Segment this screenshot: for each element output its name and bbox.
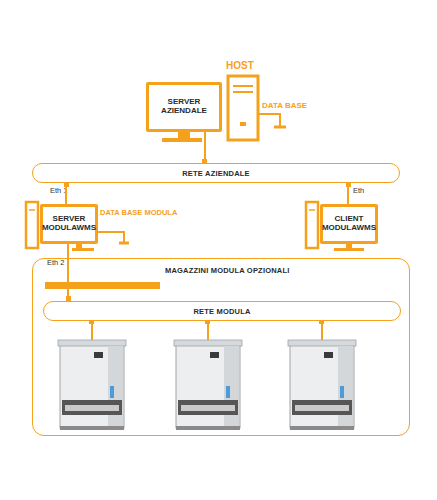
tower-case bbox=[228, 76, 258, 140]
annotation-label: DATA BASE bbox=[262, 101, 307, 110]
monitor-base bbox=[72, 248, 94, 251]
group-heading: MAGAZZINI MODULA OPZIONALI bbox=[165, 266, 290, 275]
storage-machine bbox=[288, 340, 356, 430]
network-link bbox=[67, 244, 69, 301]
drive-bay bbox=[29, 209, 35, 211]
drive-bay bbox=[233, 85, 253, 87]
database-wire bbox=[258, 114, 280, 126]
database-symbol bbox=[274, 126, 286, 129]
monitor-stand bbox=[346, 244, 352, 248]
annotation-label: DATA BASE MODULA bbox=[100, 208, 177, 217]
network-band: RETE MODULA bbox=[43, 301, 401, 321]
annotation-label: HOST bbox=[226, 60, 254, 71]
machine-wire bbox=[321, 320, 323, 340]
group-box: MAGAZZINI MODULA OPZIONALI RETE MODULA bbox=[32, 258, 410, 436]
network-bus bbox=[45, 282, 160, 289]
tower-case bbox=[306, 202, 318, 248]
monitor-base bbox=[334, 248, 364, 251]
computer-monitor: SERVER MODULAWMS bbox=[40, 204, 98, 244]
power-button bbox=[240, 122, 246, 126]
database-wire bbox=[98, 232, 124, 242]
network-link bbox=[204, 132, 206, 163]
node-label: SERVER MODULAWMS bbox=[42, 215, 96, 233]
computer-monitor: CLIENT MODULAWMS bbox=[320, 204, 378, 244]
tower-case bbox=[26, 202, 38, 248]
network-link bbox=[347, 183, 349, 204]
node-label: RETE MODULA bbox=[193, 307, 250, 316]
port-label: Eth 2 bbox=[47, 258, 65, 267]
database-symbol bbox=[119, 242, 129, 245]
monitor-stand bbox=[76, 244, 82, 248]
network-band: RETE AZIENDALE bbox=[32, 163, 400, 183]
node-label: CLIENT MODULAWMS bbox=[322, 215, 376, 233]
monitor-base bbox=[162, 138, 202, 142]
port-label: Eth 1 bbox=[50, 186, 68, 195]
drive-bay bbox=[233, 91, 253, 93]
machine-wire bbox=[91, 320, 93, 340]
port-label: Eth bbox=[353, 186, 364, 195]
drive-bay bbox=[309, 209, 315, 211]
storage-machine bbox=[174, 340, 242, 430]
storage-machine bbox=[58, 340, 126, 430]
network-link bbox=[65, 183, 67, 204]
node-label: RETE AZIENDALE bbox=[182, 169, 250, 178]
node-label: SERVER AZIENDALE bbox=[152, 98, 216, 116]
computer-monitor: SERVER AZIENDALE bbox=[146, 82, 222, 132]
machine-wire bbox=[207, 320, 209, 340]
monitor-stand bbox=[178, 132, 190, 138]
